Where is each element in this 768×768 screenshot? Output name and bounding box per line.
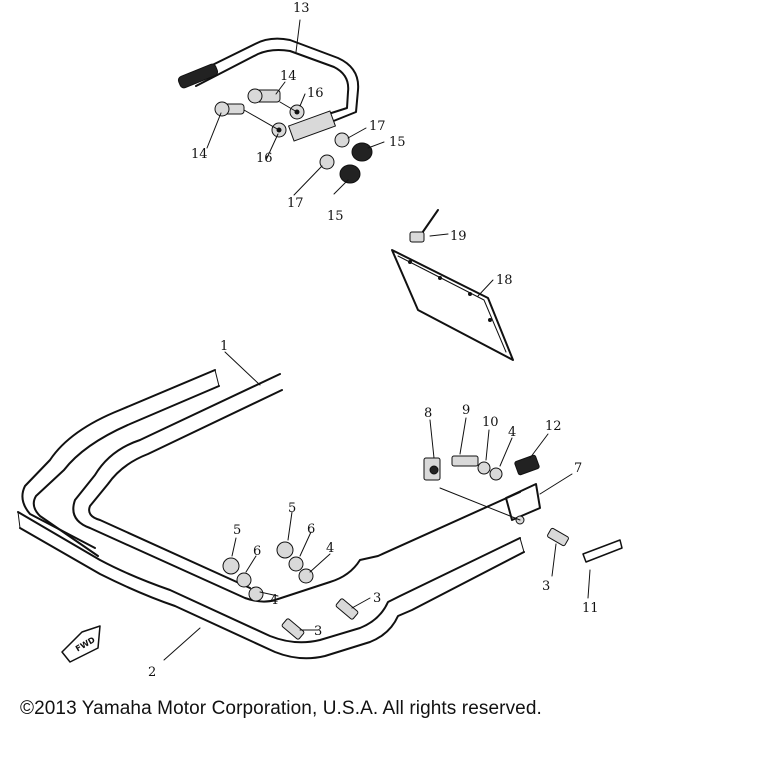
callout-9: 9 <box>462 403 470 418</box>
callout-16: 16 <box>256 151 273 166</box>
callout-8: 8 <box>424 406 432 421</box>
callout-4: 4 <box>270 593 278 608</box>
callout-5: 5 <box>288 501 296 516</box>
callout-16: 16 <box>307 86 324 101</box>
callout-18: 18 <box>496 273 513 288</box>
callout-4: 4 <box>508 425 516 440</box>
callout-3: 3 <box>542 579 550 594</box>
plate-bolt <box>409 209 439 243</box>
handle-hardware <box>214 88 373 184</box>
callout-3: 3 <box>373 591 381 606</box>
callout-17: 17 <box>369 119 386 134</box>
callout-labels: 13 14 16 14 16 17 15 17 15 19 18 1 8 9 1… <box>148 1 599 680</box>
callout-10: 10 <box>482 415 499 430</box>
center-hardware <box>222 541 359 640</box>
callout-13: 13 <box>293 1 310 16</box>
callout-7: 7 <box>574 461 582 476</box>
fwd-arrow: FWD <box>61 625 101 663</box>
callout-14: 14 <box>280 69 297 84</box>
leader-lines <box>163 19 591 661</box>
callout-15: 15 <box>389 135 406 150</box>
handle-bar <box>177 37 360 142</box>
callout-15: 15 <box>327 209 344 224</box>
parts-diagram: FWD 13 14 16 14 <box>17 1 623 680</box>
callout-5: 5 <box>233 523 241 538</box>
callout-1: 1 <box>220 339 228 354</box>
lower-rail <box>17 511 525 660</box>
callout-14: 14 <box>191 147 208 162</box>
bracket-hardware <box>423 454 623 563</box>
callout-4: 4 <box>326 541 334 556</box>
callout-2: 2 <box>148 665 156 680</box>
callout-11: 11 <box>582 601 599 616</box>
side-rail <box>21 369 521 603</box>
callout-17: 17 <box>287 196 304 211</box>
plate <box>391 249 514 361</box>
callout-12: 12 <box>545 419 562 434</box>
callout-3: 3 <box>314 624 322 639</box>
callout-6: 6 <box>253 544 261 559</box>
callout-19: 19 <box>450 229 467 244</box>
copyright-notice: ©2013 Yamaha Motor Corporation, U.S.A. A… <box>20 698 542 719</box>
callout-6: 6 <box>307 522 315 537</box>
